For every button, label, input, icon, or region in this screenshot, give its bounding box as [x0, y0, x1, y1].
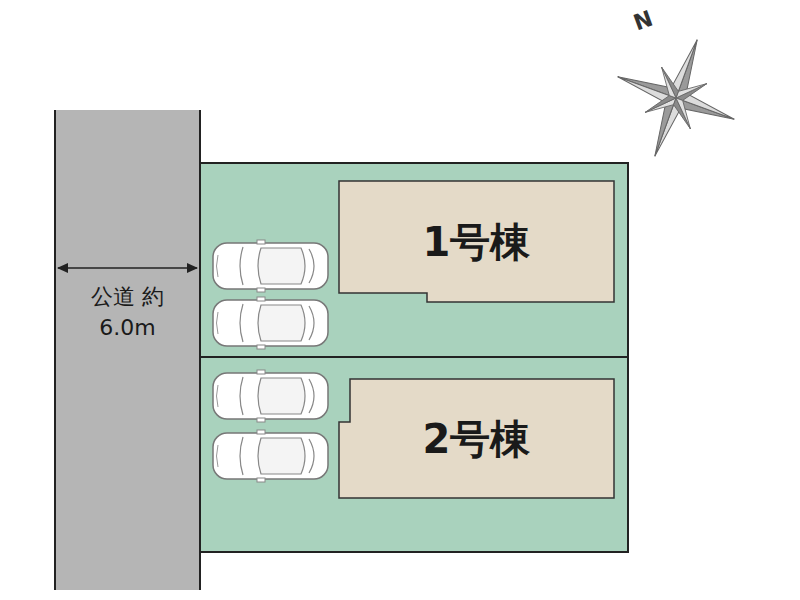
arrowhead [57, 263, 68, 273]
lot-divider [200, 356, 628, 358]
building-label: 1号棟 [423, 214, 531, 270]
road-edge [54, 110, 56, 590]
dimension-line [58, 267, 197, 269]
road-label: 公道 約6.0m [76, 282, 180, 344]
building-label: 2号棟 [423, 411, 531, 467]
lot [200, 163, 628, 552]
car [213, 297, 328, 349]
north-label: N [630, 6, 656, 36]
road-surface [55, 110, 200, 590]
compass [597, 19, 756, 178]
car [213, 370, 328, 422]
building-2: 2号棟 [338, 378, 615, 499]
road-band: 公道 約6.0m [55, 110, 200, 590]
car [213, 430, 328, 482]
car [213, 240, 328, 292]
building-1: 1号棟 [338, 180, 615, 303]
arrowhead [187, 263, 198, 273]
